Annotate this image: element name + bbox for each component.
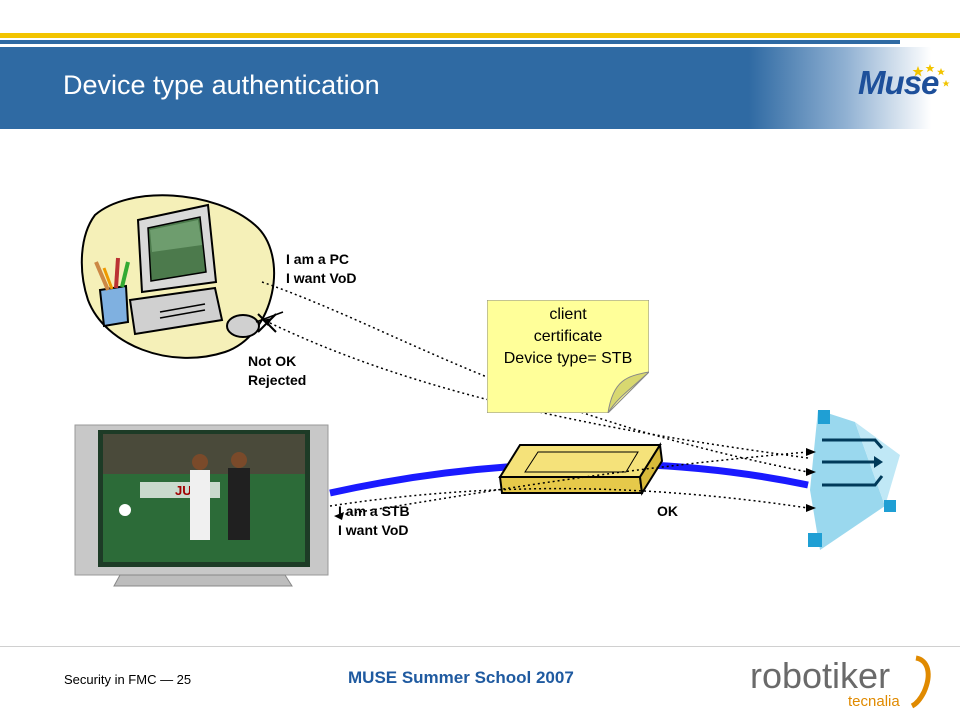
stb-response-label: OK <box>657 503 678 519</box>
certificate-note <box>487 300 649 413</box>
stb-request-line1: I am a STB <box>338 503 410 519</box>
tecnalia-logo-text: tecnalia <box>848 693 900 710</box>
header-band <box>0 47 960 129</box>
router-icon <box>808 410 900 550</box>
arrow-head <box>806 448 816 456</box>
arrow-head <box>334 512 344 520</box>
muse-logo-text: Muse <box>858 64 939 101</box>
diagram-canvas: JULY <box>74 194 900 587</box>
stb-request-line2: I want VoD <box>338 522 409 538</box>
pc-response-line2: Rejected <box>248 372 307 388</box>
pc-request-line <box>261 281 809 473</box>
robotiker-logo-text: robotiker <box>750 655 890 696</box>
cert-text-line3: Device type= STB <box>503 350 633 367</box>
pc-response-line1: Not OK <box>248 353 297 369</box>
cert-text-line1: client <box>549 306 587 323</box>
pc-request-line1: I am a PC <box>286 251 350 267</box>
footer-divider <box>0 646 960 647</box>
footer-event-title: MUSE Summer School 2007 <box>348 668 574 687</box>
arrow-head <box>806 504 816 512</box>
muse-logo <box>912 64 950 87</box>
cert-text-line2: certificate <box>533 328 603 345</box>
stb-response-line <box>339 451 809 516</box>
computer-icon <box>80 194 284 359</box>
pc-response-label: Not OK Rejected <box>248 352 306 390</box>
pc-request-line2: I want VoD <box>286 270 357 286</box>
stb-request-label: I am a STB I want VoD <box>338 502 410 540</box>
top-stripe-blue <box>0 40 900 44</box>
slide-title: Device type authentication <box>63 70 380 100</box>
pc-request-label: I am a PC I want VoD <box>286 250 357 288</box>
robotiker-logo: robotiker tecnalia <box>750 655 931 710</box>
tv-icon: JULY <box>74 424 329 587</box>
stb-request-line <box>329 487 809 509</box>
arrow-head <box>806 468 816 476</box>
reject-x-icon <box>257 313 277 333</box>
gateway-box-icon <box>498 442 664 496</box>
footer-slide-info: Security in FMC — 25 <box>64 672 192 687</box>
top-stripe-yellow <box>0 33 960 38</box>
